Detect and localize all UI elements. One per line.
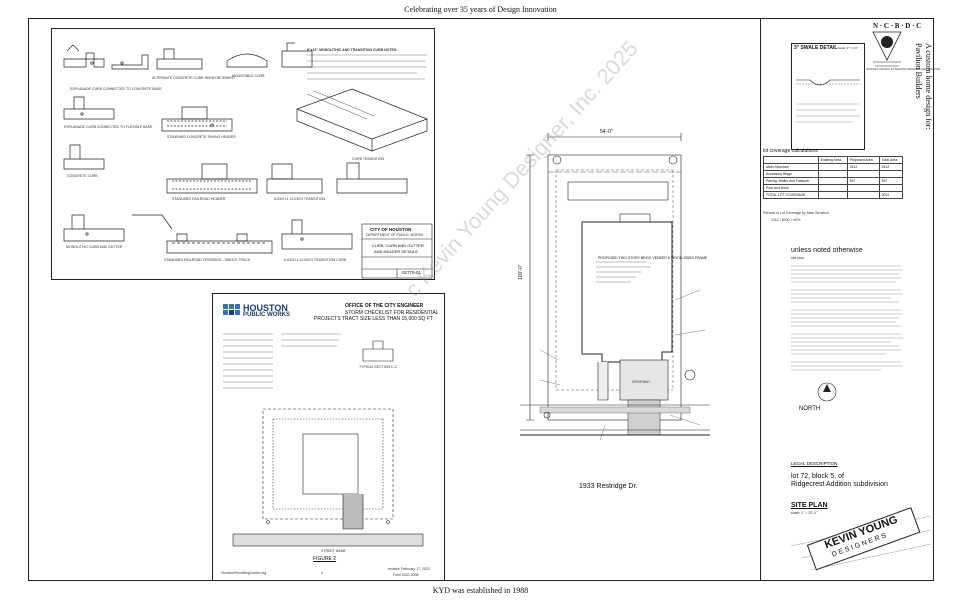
lot-width-dim: 54'-0"	[600, 129, 613, 135]
label-paving-header: STANDARD CONCRETE PAVING HEADER	[167, 135, 236, 139]
office-title: OFFICE OF THE CITY ENGINEER	[345, 303, 424, 309]
table-row: Pool and Deck	[763, 184, 904, 192]
logo-public-works: PUBLIC WORKS	[243, 312, 290, 318]
title-block-city: CITY OF HOUSTON	[370, 227, 412, 232]
curb-details-sheet: ESPLANADE CURB CONNECTED TO CONCRETE BAS…	[51, 28, 435, 280]
title-block-l2: AND HEADER DETAILS	[374, 249, 418, 254]
bottom-banner: KYD was established in 1988	[0, 586, 961, 595]
north-label: NORTH	[799, 406, 821, 412]
table-cell: 3021	[878, 191, 904, 199]
checklist-title-l2: PROJECTS TRACT SIZE LESS THAN 15,000 SQ …	[314, 316, 433, 322]
label-esplanade-flexible: ESPLANADE CURB CONNECTED TO FLEXIBLE BAS…	[64, 125, 153, 129]
storm-checklist-sheet: HOUSTON PUBLIC WORKS OFFICE OF THE CITY …	[212, 293, 445, 581]
north-arrow-icon	[817, 382, 837, 402]
checklist-title-l1: STORM CHECKLIST FOR RESIDENTIAL	[345, 310, 439, 316]
house-label: PROPOSED TWO STORY BRICK VENEER & WOOD S…	[598, 256, 708, 260]
ncbdc-title: N · C · B · D · C	[873, 22, 922, 30]
label-mountable-curb: MOUNTABLE CURB	[232, 74, 265, 78]
client-label: A custom home design for: Pavilion Build…	[914, 43, 933, 130]
swale-drawing	[796, 79, 860, 123]
logo-houston: HOUSTON	[243, 303, 288, 313]
curb-notes-title: 6"x12" MONOLITHIC AND TRANSITION CURB NO…	[307, 48, 398, 52]
legal-description-label: LEGAL DESCRIPTION	[791, 461, 838, 466]
site-plan-scale: scale: 1" = 20'-0"	[791, 511, 818, 515]
top-banner: Celebrating over 35 years of Design Inno…	[0, 5, 961, 14]
swale-detail-box: 3" SWALE DETAIL Scale: 1" = 1'-0"	[791, 43, 865, 150]
site-address: 1933 Restridge Dr.	[579, 483, 638, 490]
legal-line-1: lot 72, block 5, of	[791, 473, 844, 480]
sheet-border	[28, 18, 934, 581]
swale-scale: Scale: 1" = 1'-0"	[838, 46, 858, 50]
street-name-label: STREET NAME	[321, 549, 346, 553]
ncbdc-seal-icon	[872, 31, 902, 67]
footer-page: 4	[321, 571, 323, 575]
lot-depth-dim: 100'-0"	[518, 264, 524, 280]
label-curb-transition: CURB TRANSITION	[352, 157, 385, 161]
figure-label: FIGURE 2	[313, 556, 337, 562]
footer-website: HoustonPermittingCenter.org	[221, 571, 267, 575]
coverage-header-row: Existing Area Proposed Area Total Area	[763, 156, 904, 164]
unless-noted-heading: unless noted otherwise	[791, 247, 863, 254]
site-plan-title: SITE PLAN	[791, 502, 828, 509]
title-block-dept: DEPARTMENT OF PUBLIC WORKS	[366, 233, 424, 237]
coverage-note: Percent of Lot Coverage by Main Structur…	[763, 211, 830, 215]
driveway-label: DRIVEWAY	[632, 380, 651, 384]
houston-logo-icon	[223, 304, 240, 315]
footer-form: Form DCE-0008	[393, 573, 419, 577]
title-block-l1: CURB, CURB AND GUTTER	[372, 243, 424, 248]
label-esplanade-concrete: ESPLANADE CURB CONNECTED TO CONCRETE BAS…	[70, 87, 162, 91]
swale-title: 3" SWALE DETAIL	[794, 45, 838, 51]
typical-section-label: TYPICAL SECTION C-C	[359, 365, 398, 369]
label-transition-curb: 6-INCH x 12-INCH TRANSITION CURB	[284, 258, 346, 262]
footer-revised: revised: February 17, 2022	[388, 567, 430, 571]
coverage-calc: 2412 / 6000 = 40%	[771, 218, 801, 222]
label-transition: 6-INCH x 12-INCH TRANSITION	[274, 197, 326, 201]
table-row: TOTAL LOT COVERAGE 3021	[763, 191, 904, 199]
ncbdc-subtitle: NATIONAL COUNCIL OF BUILDING DESIGNER CE…	[866, 68, 941, 71]
label-alt-reinforcement: ALTERNATE CONCRETE CURB REINFORCEMENT	[152, 76, 236, 80]
storm-checklist-drawing	[223, 304, 424, 547]
coverage-title: lot coverage calculations	[763, 148, 818, 154]
label-monolithic-curb: MONOLITHIC CURB AND GUTTER	[66, 245, 123, 249]
label-railroad-header: STANDARD RAILROAD HEADER	[172, 197, 226, 201]
title-block-dwg-no: 02770-01	[402, 270, 422, 275]
label-concrete-curb: CONCRETE CURB	[67, 174, 98, 178]
right-title-panel: N · C · B · D · C NATIONAL COUNCIL OF BU…	[760, 18, 940, 581]
label-railroad-crossing: STANDARD RAILROAD CROSSING - SINGLE TRAC…	[164, 258, 251, 262]
firm-logo-icon	[806, 507, 921, 571]
curb-details-drawing	[63, 42, 433, 279]
coverage-table: Existing Area Proposed Area Total Area M…	[763, 156, 904, 199]
site-plan-subheading: site plan	[791, 256, 805, 260]
legal-line-2: Ridgecrest Addition subdivision	[791, 481, 888, 488]
